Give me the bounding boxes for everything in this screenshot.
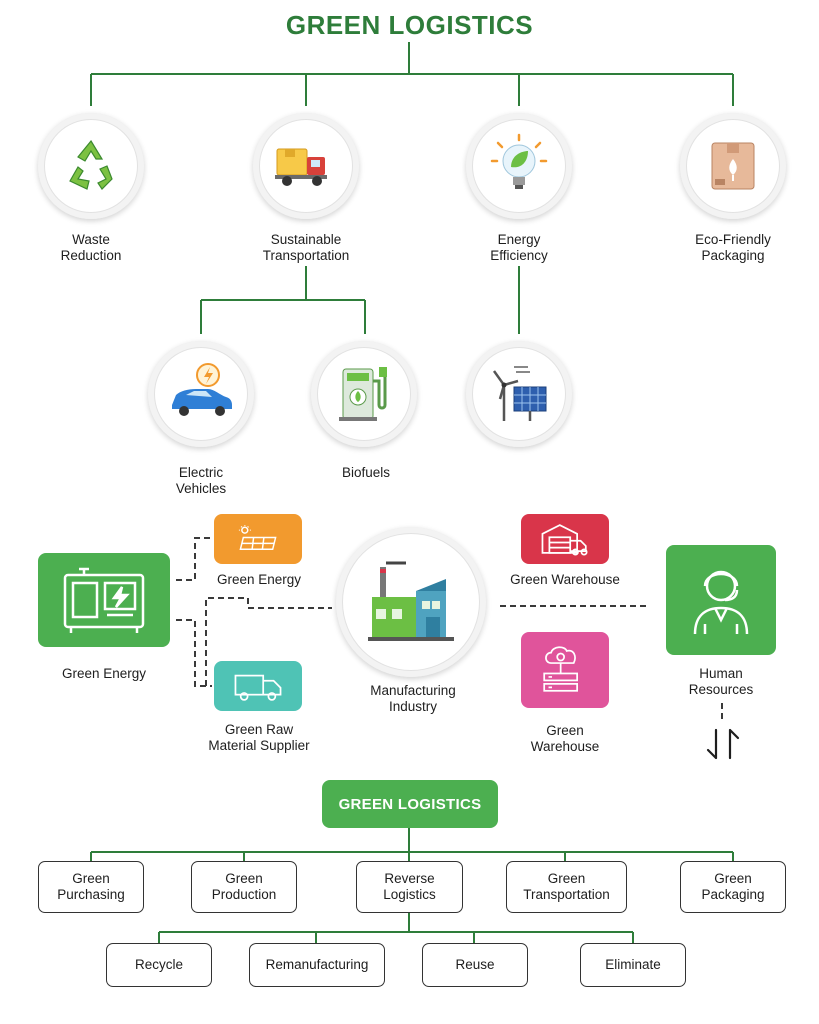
green-production-box: Green Production [191,861,297,913]
cloud-server-icon [543,646,578,692]
delivery-van-icon [234,674,282,701]
energy-efficiency-node [466,113,572,219]
green-energy-main-tile [38,553,170,647]
human-resources-label: Human Resources [688,666,754,697]
green-energy-tile [214,514,302,564]
person-headset-icon [693,570,749,635]
green-logistics-banner: GREEN LOGISTICS [322,780,498,828]
green-purchasing-box: Green Purchasing [38,861,144,913]
solar-panel-icon [238,525,277,550]
page-title: GREEN LOGISTICS [285,10,534,40]
eco-packaging-label: Eco-Friendly Packaging [695,232,771,263]
raw-material-label: Green Raw Material Supplier [208,722,310,753]
green-packaging-box: Green Packaging [680,861,786,913]
sustainable-transport-node [253,113,359,219]
reverse-logistics-box: Reverse Logistics [356,861,463,913]
green-warehouse-top-label: Green Warehouse [510,572,620,587]
recycle-box: Recycle [106,943,212,987]
biofuels-node [311,341,417,447]
electric-vehicles-node [148,341,254,447]
eliminate-box: Eliminate [580,943,686,987]
sustainable-transport-label: Sustainable Transportation [262,232,350,263]
biofuel-pump-icon [339,367,387,421]
manufacturing-industry-label: Manufacturing Industry [370,683,456,714]
human-resources-tile [666,545,776,655]
renewable-energy-node [466,341,572,447]
warehouse-icon [541,524,588,556]
recycle-icon [69,139,113,190]
generator-icon [63,567,145,633]
electric-car-icon [172,363,232,416]
green-energy-tile-label: Green Energy [216,572,302,587]
waste-reduction-node [38,113,144,219]
wind-solar-icon [492,366,547,421]
electric-vehicles-label: Electric Vehicles [175,465,227,496]
energy-efficiency-label: Energy Efficiency [490,232,548,263]
waste-reduction-label: Waste Reduction [60,232,122,263]
eco-lightbulb-icon [490,133,548,189]
reuse-box: Reuse [422,943,528,987]
delivery-truck-icon [275,148,327,186]
green-transportation-box: Green Transportation [506,861,627,913]
eco-packaging-node [680,113,786,219]
biofuels-label: Biofuels [341,465,391,480]
green-warehouse-bottom-label: Green Warehouse [530,723,600,754]
factory-icon [368,561,454,641]
manufacturing-industry-node [336,527,486,677]
green-warehouse-top-tile [521,514,609,564]
remanufacturing-box: Remanufacturing [249,943,385,987]
green-warehouse-bottom-tile [521,632,609,708]
raw-material-tile [214,661,302,711]
green-energy-main-label: Green Energy [61,666,147,681]
eco-box-icon [711,142,755,190]
